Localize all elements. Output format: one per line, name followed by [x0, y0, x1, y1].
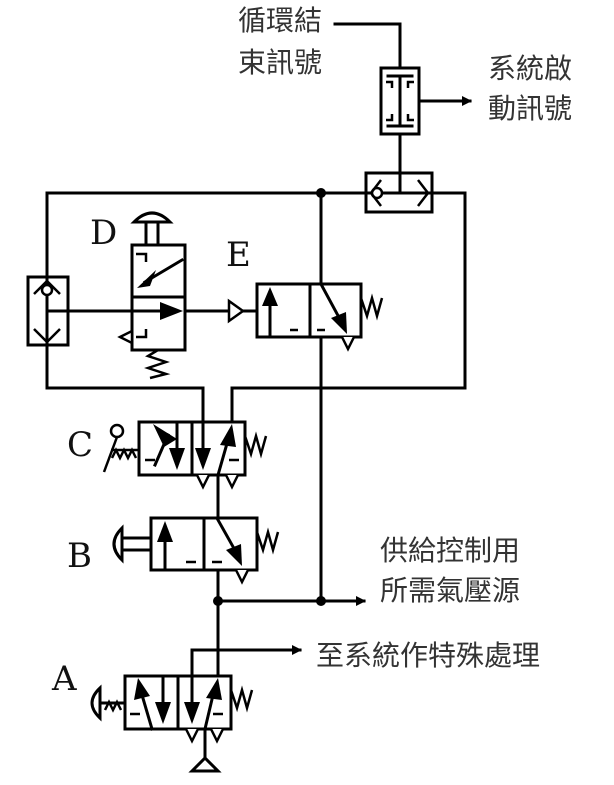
valve-d [117, 211, 187, 380]
junction-dot [316, 188, 326, 198]
cycle-end-label-1: 循環結 [238, 4, 322, 37]
valve-e-label: E [226, 235, 251, 275]
lever-icon [102, 423, 139, 473]
valve-a-label: A [51, 659, 77, 699]
junction-dot [213, 596, 223, 606]
junction-dot [316, 596, 326, 606]
spring-icon [243, 431, 268, 459]
pilot-icon [227, 298, 246, 324]
spring-icon [359, 293, 384, 321]
system-start-label-1: 系統啟 [488, 52, 572, 85]
control-supply-label-2: 所需氣壓源 [380, 574, 520, 607]
valve-c-label: C [67, 425, 93, 465]
valve-e [227, 282, 384, 352]
system-start-label-2: 動訊號 [488, 92, 572, 125]
push-button-icon [130, 211, 174, 224]
valve-a [90, 674, 254, 744]
control-supply-label-1: 供給控制用 [380, 534, 520, 567]
spring-icon [255, 527, 280, 555]
and-valve [379, 66, 421, 136]
valve-c [102, 420, 268, 490]
special-processing-label: 至系統作特殊處理 [316, 639, 540, 672]
cycle-end-label-2: 束訊號 [238, 46, 322, 79]
valve-d-label: D [90, 213, 117, 253]
pipe-lines [45, 22, 472, 760]
air-source-icon [188, 755, 222, 773]
push-button-icon [112, 524, 124, 564]
valve-b-label: B [67, 536, 92, 576]
spring-icon [229, 685, 254, 713]
push-button-icon [90, 684, 102, 722]
shuttle-valve-top [364, 171, 434, 214]
shuttle-valve-left [26, 275, 70, 347]
valve-b [112, 516, 280, 585]
spring-icon [144, 348, 171, 380]
